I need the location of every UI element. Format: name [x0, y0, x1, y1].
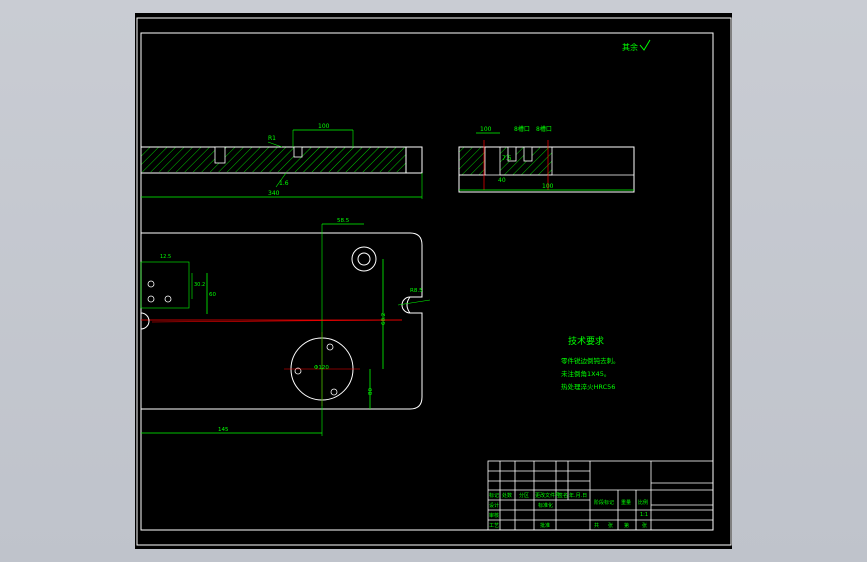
plan-left-hole-b [147, 295, 155, 303]
outer-frame [136, 17, 732, 546]
side-slot-label-b: 8槽口 [536, 125, 552, 133]
side-slot-b [523, 146, 533, 162]
plan-outline [141, 232, 423, 410]
side-slot-width-label: 100 [480, 126, 492, 133]
side-slot-label-a: 8槽口 [514, 125, 530, 133]
plan-counterbore-outer [351, 246, 377, 272]
plan-left-pocket [140, 261, 190, 309]
title-block [487, 460, 714, 531]
tech-requirements: 技术要求 零件锐边倒钝去刺。 未注倒角1X45。 热处理淬火HRC56 [561, 335, 620, 391]
plan-circle-label: Φ120 [314, 365, 329, 371]
section-view: 100 R1 1.6 340 [140, 123, 423, 199]
plan-side-dim-label: 68.2 [381, 313, 387, 325]
tb-mark: 标记 [489, 492, 499, 499]
tb-approve: 批准 [540, 522, 550, 529]
tech-item-1: 零件锐边倒钝去刺。 [561, 356, 620, 365]
tb-zone: 分区 [519, 492, 529, 499]
tb-sheet-total: 共 [594, 522, 599, 529]
section-hatch-area [141, 147, 406, 172]
plan-hole-spacing-label: 60 [209, 292, 216, 298]
plan-leader-red [151, 319, 403, 323]
plan-left-arc [140, 312, 150, 330]
section-top-width-label: 100 [318, 123, 330, 130]
plan-left-hole-a [147, 280, 155, 288]
section-depth-label: R1 [268, 135, 276, 142]
tb-sheet-num: 张 [608, 522, 613, 529]
tb-sheet-no: 第 [624, 522, 629, 529]
side-hatch-left [458, 146, 486, 176]
tb-date: 年.月.日 [569, 492, 587, 499]
plan-top-offset-label: 58.5 [337, 218, 350, 224]
section-length-label: 340 [268, 190, 280, 197]
tb-count: 处数 [502, 492, 512, 499]
roughness-text: 其余 [622, 42, 638, 52]
plan-center-offset-label: 12.5 [160, 254, 171, 260]
side-length-label: 100 [542, 183, 554, 190]
plan-bottom-offset-label: 145 [218, 427, 229, 433]
plan-big-circle-bolt-b [326, 343, 334, 351]
tb-scale-value: 1:1 [640, 512, 648, 518]
side-slot-a [507, 146, 517, 162]
tb-standard: 标准化 [538, 502, 553, 509]
tb-process: 工艺 [489, 523, 499, 529]
tb-designer: 设计 [489, 502, 499, 509]
section-depth-leader [267, 141, 283, 148]
plan-slot-radius-label: R8.5 [410, 288, 423, 294]
section-slot-right [405, 146, 423, 174]
tb-reviewer: 审核 [489, 512, 499, 519]
section-slot-left [214, 146, 226, 164]
tb-stage: 阶段标记 [594, 499, 614, 506]
plan-big-circle-bolt-c [330, 388, 338, 396]
plan-big-circle-bolt-a [294, 367, 302, 375]
tb-doc: 更改文件号 [535, 492, 560, 499]
tb-sheet-no-unit: 张 [642, 522, 647, 529]
side-slot-depth-label: 7.5 [502, 155, 512, 162]
tb-weight: 重量 [621, 499, 631, 506]
side-view: 100 8槽口 8槽口 40 7.5 100 [458, 125, 635, 193]
tb-scale: 比例 [638, 499, 648, 506]
side-slot-offset-label: 40 [498, 177, 506, 184]
plan-slot-leader [397, 299, 431, 306]
tech-item-2: 未注倒角1X45。 [561, 369, 610, 378]
plan-right-height-label: 80 [368, 388, 374, 395]
tech-title: 技术要求 [568, 335, 604, 347]
plan-counterbore-inner [357, 252, 371, 266]
tb-sign: 签名 [558, 492, 568, 499]
section-roughness-label: 1.6 [279, 180, 289, 187]
drawing-background [135, 13, 732, 549]
plan-hole-offset-label: 30.2 [194, 282, 205, 288]
tech-item-3: 热处理淬火HRC56 [561, 382, 615, 391]
roughness-symbol: 其余 [622, 39, 651, 52]
plan-left-hole-c [164, 295, 172, 303]
roughness-check-icon [639, 39, 651, 51]
plan-end-slot [401, 296, 422, 314]
section-notch [293, 146, 303, 158]
title-block-frame [487, 460, 714, 531]
title-block-text: 标记 处数 分区 更改文件号 签名 年.月.日 设计 标准化 审核 工艺 批准 … [489, 492, 648, 529]
plan-view: Φ120 58.5 68.2 80 145 60 30.2 12.5 R8.5 [140, 218, 431, 436]
section-roughness-leader [275, 172, 287, 188]
